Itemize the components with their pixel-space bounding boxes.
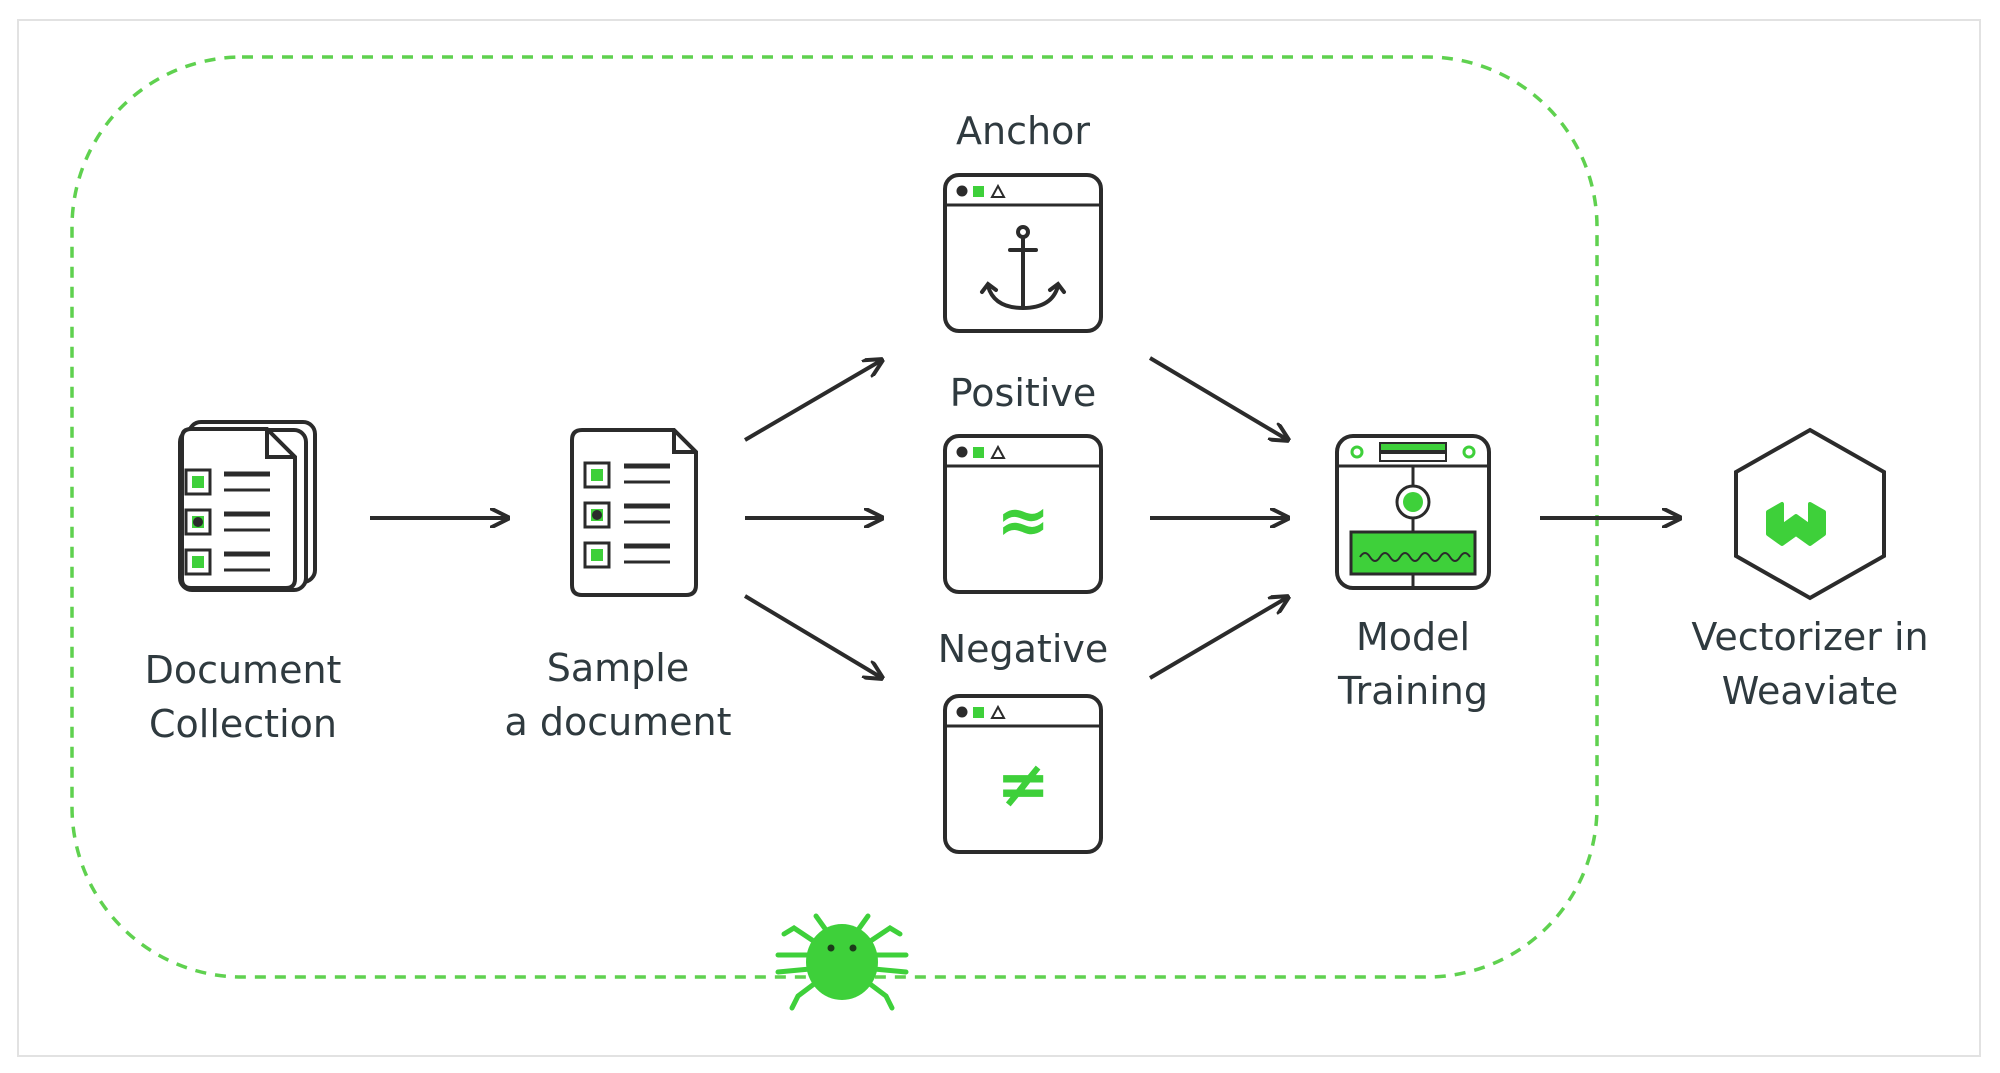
stacked-documents-icon: [178, 420, 317, 592]
anchor-window: [943, 173, 1103, 333]
negative-window: ≠: [943, 694, 1103, 854]
anchor-label-text: Anchor: [956, 109, 1090, 153]
model-training-line1: Model: [1355, 615, 1471, 659]
figure-frame: [17, 19, 1981, 1057]
anchor-label: Anchor: [923, 104, 1123, 158]
positive-label: Positive: [923, 366, 1123, 420]
weaviate-logo-icon: [1734, 427, 1886, 601]
sample-document-line1: Sample: [546, 646, 690, 690]
model-training-label: Model Training: [1303, 610, 1523, 718]
document-collection-line1: Document: [144, 648, 342, 692]
arrow-sample-to-anchor: [743, 360, 882, 442]
vectorizer-line1: Vectorizer in: [1691, 615, 1929, 659]
positive-window: ≈: [943, 434, 1103, 594]
vectorizer-line2: Weaviate: [1721, 669, 1899, 713]
document-collection-line2: Collection: [149, 702, 337, 746]
negative-label: Negative: [913, 622, 1133, 676]
model-training-line2: Training: [1338, 669, 1488, 713]
negative-label-text: Negative: [937, 627, 1109, 671]
model-training-icon: [1335, 434, 1491, 590]
positive-label-text: Positive: [949, 371, 1097, 415]
document-checklist-icon: [570, 428, 698, 597]
arrow-sample-to-negative: [743, 594, 882, 678]
not-equal-icon: ≠: [996, 748, 1050, 822]
sample-document-label: Sample a document: [493, 641, 743, 749]
document-collection-label: Document Collection: [128, 643, 358, 751]
vectorizer-label: Vectorizer in Weaviate: [1685, 610, 1935, 718]
approx-equal-icon: ≈: [996, 484, 1050, 558]
sample-document-line2: a document: [504, 700, 732, 744]
anchor-icon: [980, 225, 1066, 311]
bug-icon: [775, 913, 909, 1011]
arrow-negative-to-model: [1148, 597, 1288, 680]
arrow-anchor-to-model: [1148, 356, 1288, 440]
